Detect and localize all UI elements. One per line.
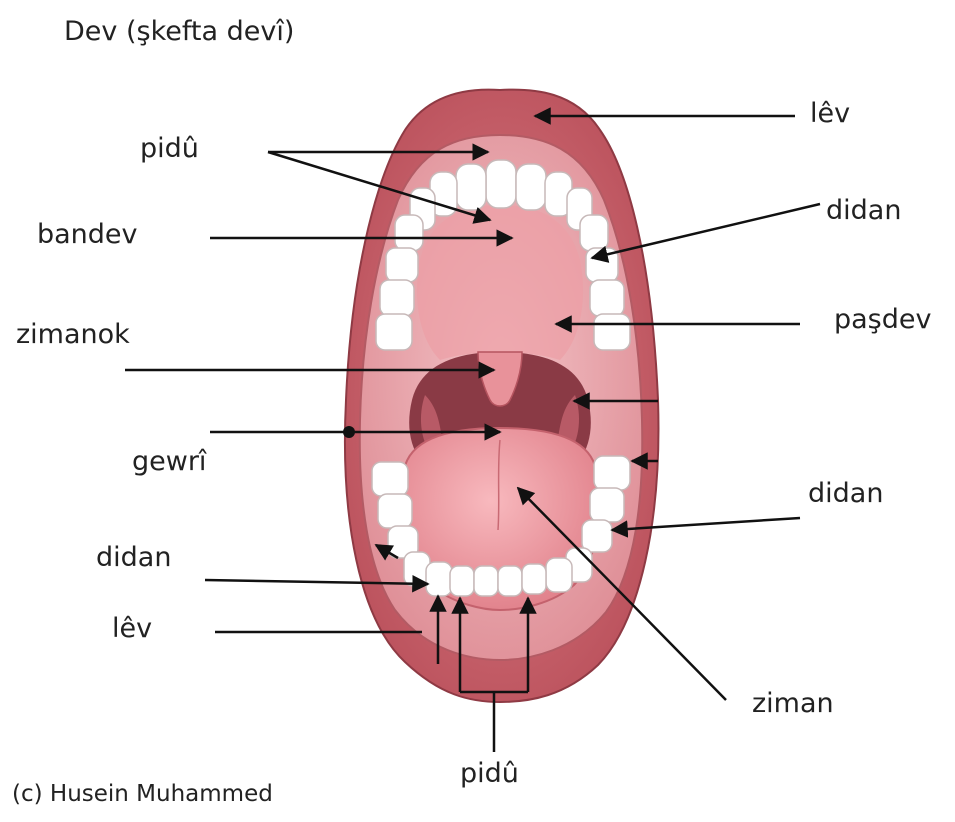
label-bandev: bandev bbox=[37, 221, 138, 248]
label-ziman: ziman bbox=[752, 690, 834, 717]
diagram-title: Dev (şkefta devî) bbox=[64, 16, 294, 47]
label-gewri: gewrî bbox=[132, 448, 206, 475]
label-pidu-bottom: pidû bbox=[460, 760, 519, 787]
label-didan-lower-right: didan bbox=[808, 480, 883, 507]
label-didan-upper-right: didan bbox=[826, 197, 901, 224]
label-lev-top: lêv bbox=[810, 100, 850, 127]
copyright-credit: (c) Husein Muhammed bbox=[12, 781, 273, 807]
label-pidu-top: pidû bbox=[140, 135, 199, 162]
gewri-dot bbox=[343, 426, 355, 438]
hard-palate bbox=[417, 205, 583, 360]
label-zimanok: zimanok bbox=[16, 321, 130, 348]
label-didan-lower-left: didan bbox=[96, 544, 171, 571]
label-pasdev: paşdev bbox=[834, 306, 931, 333]
label-lev-bottom: lêv bbox=[112, 615, 152, 642]
